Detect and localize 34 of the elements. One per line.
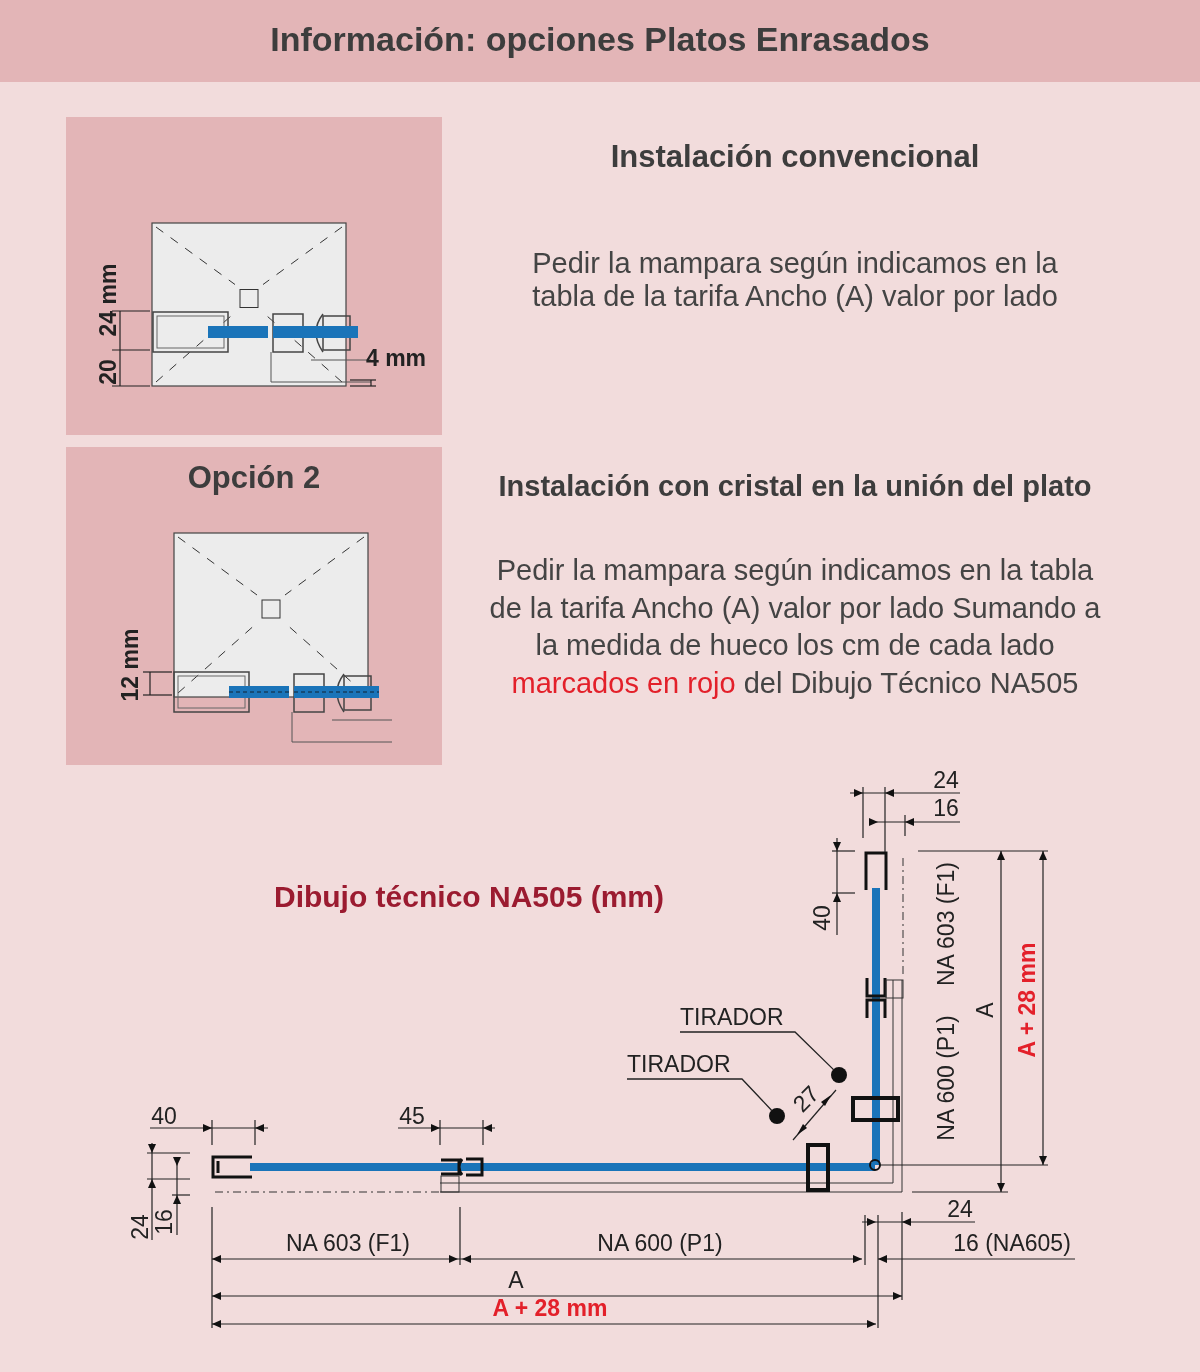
drawing-title: Dibujo técnico NA505 (mm) [273, 879, 665, 915]
section-heading: Instalación con cristal en la unión del plato [498, 470, 1092, 504]
dimension-label: 24 [933, 766, 959, 794]
dimension-label: NA 600 (P1) [932, 1015, 960, 1141]
dimension-label: 20 [94, 359, 122, 385]
dimension-label: 45 [399, 1102, 425, 1130]
section-heading: Instalación convencional [610, 139, 980, 175]
dimension-label: 40 [808, 905, 836, 931]
callout-text: TIRADOR [680, 1004, 784, 1030]
option-heading: Opción 2 [187, 460, 321, 496]
dimension-label: 40 [151, 1102, 177, 1130]
handle-dot [769, 1108, 785, 1124]
callout-text: TIRADOR [627, 1051, 731, 1077]
dimension-label: NA 603 (F1) [286, 1229, 410, 1257]
highlighted-text: marcados en rojo [511, 667, 736, 700]
dimension-label: A [971, 1002, 999, 1018]
instruction-text: del Dibujo Técnico NA505 [743, 667, 1079, 700]
dimension-label: A [508, 1266, 524, 1294]
dimension-label: 27 [787, 1080, 825, 1118]
dimension-label: 4 mm [365, 344, 427, 372]
dimension-label: NA 603 (F1) [932, 862, 960, 986]
instruction-text: Pedir la mampara según indicamos en la tabla de la tarifa Ancho (A) valor por lado [531, 246, 1059, 314]
dimension-label: A + 28 mm [1013, 942, 1041, 1058]
dimension-label: 24 mm [94, 263, 122, 337]
page-title: Información: opciones Platos Enrasados [270, 20, 930, 60]
dimension-label: NA 600 (P1) [597, 1229, 723, 1257]
leader-line [626, 1078, 773, 1111]
dimension-label: 16 (NA605) [953, 1229, 1071, 1257]
dimension-label: A + 28 mm [492, 1294, 608, 1322]
leader-line [679, 1031, 834, 1071]
handle-dot [831, 1067, 847, 1083]
dimension-label: 24 [947, 1195, 973, 1223]
dimension-label: 12 mm [116, 628, 144, 702]
dimension-label: 16 [933, 794, 959, 822]
